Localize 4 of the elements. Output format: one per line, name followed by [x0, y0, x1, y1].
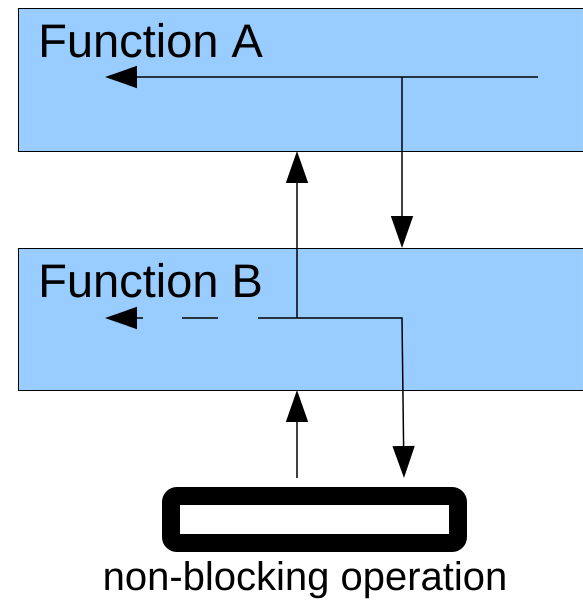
- operation-bar: non-blocking operation: [105, 487, 505, 598]
- function-box: Function B: [18, 248, 583, 391]
- function-box: Function A: [18, 8, 583, 152]
- node-label: non-blocking operation: [105, 561, 505, 598]
